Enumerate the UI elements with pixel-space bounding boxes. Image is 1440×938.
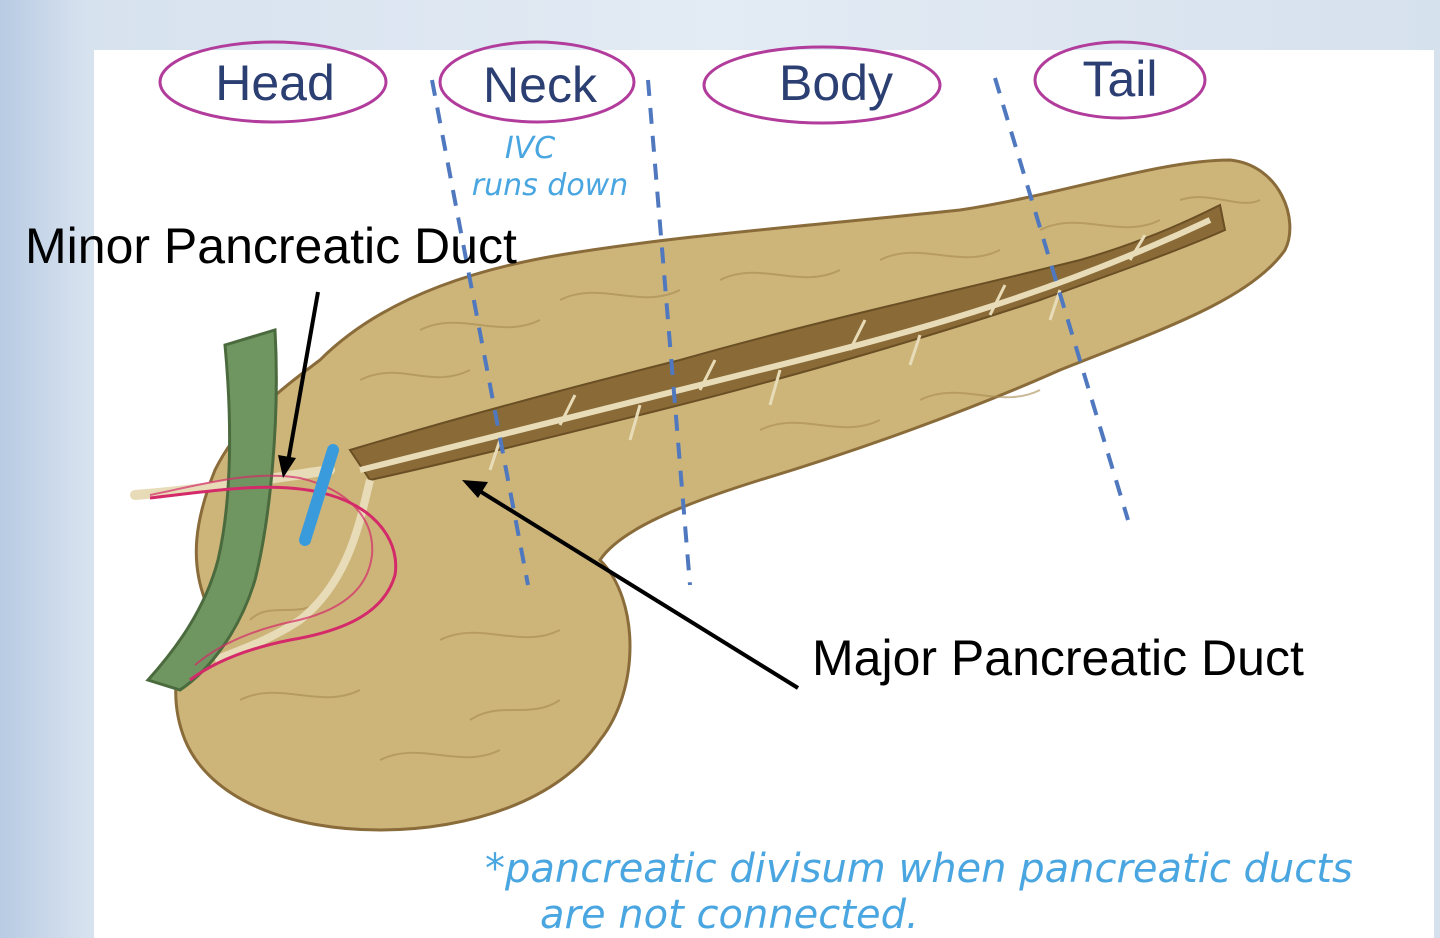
duct-channel — [348, 203, 1227, 482]
divisum-note-line1: *pancreatic divisum when pancreatic duct… — [485, 846, 1353, 892]
pancreas-illustration — [130, 158, 1292, 832]
duct-branches — [488, 234, 1147, 471]
neck-circle — [438, 40, 636, 124]
body-circle — [702, 45, 942, 125]
region-label-neck: Neck — [483, 57, 598, 113]
main-duct-line — [359, 217, 1212, 473]
ivc-note-line2: runs down — [472, 168, 628, 203]
divider-body-tail — [993, 77, 1130, 521]
lobule-texture — [239, 196, 1261, 761]
duodenum-outline — [149, 485, 398, 682]
vein — [145, 328, 278, 692]
blue-marker-stroke — [299, 444, 339, 546]
major-duct-label: Major Pancreatic Duct — [812, 630, 1304, 686]
region-circles — [158, 40, 1207, 125]
region-dividers — [430, 77, 1130, 586]
tail-circle — [1033, 40, 1207, 120]
minor-duct-label: Minor Pancreatic Duct — [25, 218, 517, 274]
duodenum-outline-inner — [149, 474, 374, 666]
region-label-tail: Tail — [1082, 51, 1157, 107]
minor-duct-arrow-line — [286, 291, 320, 463]
major-duct-arrow-line — [476, 488, 800, 690]
divisum-note-line2: are not connected. — [540, 892, 919, 938]
ivc-note-line1: IVC — [505, 131, 555, 166]
divider-head-neck — [430, 79, 530, 586]
head-circle — [158, 40, 388, 124]
minor-duct-arrowhead — [278, 455, 296, 478]
major-duct-arrowhead — [462, 480, 488, 498]
region-label-body: Body — [779, 55, 893, 111]
divider-neck-body — [646, 79, 692, 586]
region-label-head: Head — [215, 55, 335, 111]
